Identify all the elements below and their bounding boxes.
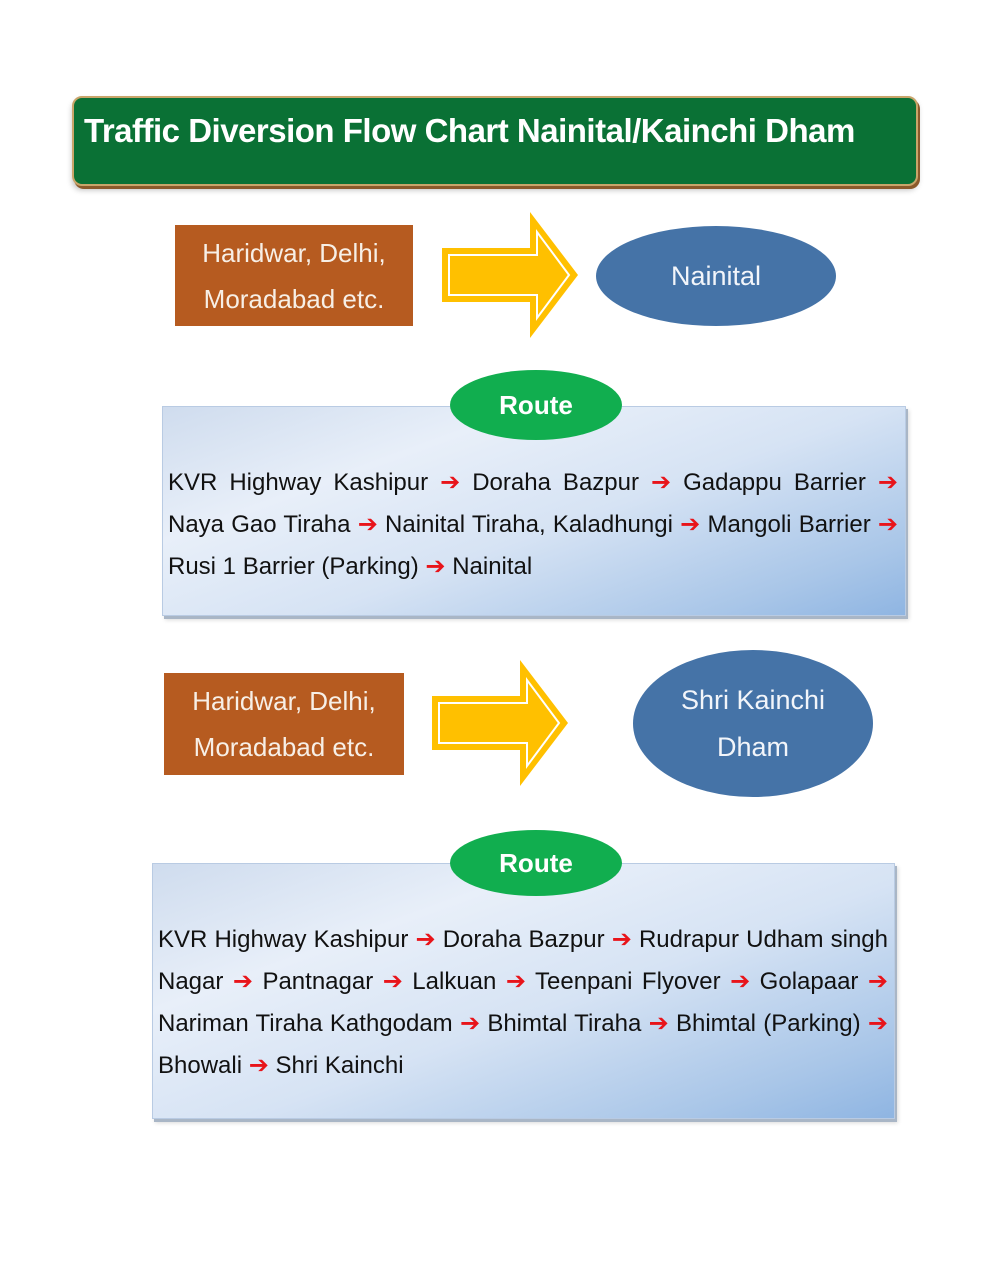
title-banner: Traffic Diversion Flow Chart Nainital/Ka… [72,96,918,186]
red-right-arrow-icon: ➔ [232,968,253,995]
red-right-arrow-icon: ➔ [730,968,751,995]
origin-line-2: Moradabad etc. [193,732,375,762]
route-stop: KVR Highway Kashipur [158,926,409,953]
destination-line-1: Shri Kainchi [680,684,826,715]
red-right-arrow-icon: ➔ [648,1010,669,1037]
route-label: Route [499,389,573,420]
page-title: Traffic Diversion Flow Chart Nainital/Ka… [84,112,855,149]
route-stop: Nainital Tiraha, Kaladhungi [385,511,673,538]
route-stop: Shri Kainchi [275,1052,404,1079]
destination-line-2: Dham [716,731,790,762]
route-label-pill: Route [450,370,622,440]
arrow-inner-outline [438,676,561,770]
route-stop: Gadappu Barrier [683,469,866,496]
route-stop: Pantnagar [262,968,374,995]
block-right-arrow-icon [442,212,578,338]
destination-label: Nainital [670,260,762,291]
red-right-arrow-icon: ➔ [680,511,701,538]
route-text-nainital: KVR Highway Kashipur ➔ Doraha Bazpur ➔ G… [168,462,898,588]
arrow-inner-outline [448,228,571,322]
red-right-arrow-icon: ➔ [459,1010,481,1037]
destination-oval-kainchi-dham: Shri Kainchi Dham [633,650,873,797]
red-right-arrow-icon: ➔ [867,968,888,995]
route-box-nainital [162,406,906,616]
route-stop: Golapaar [759,968,859,995]
red-right-arrow-icon: ➔ [867,1010,888,1037]
route-stop: Rusi 1 Barrier (Parking) [168,553,419,580]
route-stop: KVR Highway Kashipur [168,469,429,496]
route-stop: Bhimtal (Parking) [675,1010,861,1037]
red-right-arrow-icon: ➔ [877,511,899,538]
route-label: Route [499,847,573,878]
route-text-kainchi-dham: KVR Highway Kashipur ➔ Doraha Bazpur ➔ R… [158,919,888,1087]
route-stop: Nainital [452,553,533,580]
route-stop: Bhowali [158,1052,243,1079]
red-right-arrow-icon: ➔ [382,968,403,995]
route-label-pill: Route [450,830,622,896]
destination-oval-nainital: Nainital [596,226,836,326]
origin-line-2: Moradabad etc. [203,283,385,314]
red-right-arrow-icon: ➔ [505,968,526,995]
origin-line-1: Haridwar, Delhi, [192,686,376,716]
route-stop: Nariman Tiraha Kathgodam [158,1010,453,1037]
route-stop: Doraha Bazpur [442,926,605,953]
red-right-arrow-icon: ➔ [650,469,672,496]
route-stop: Mangoli Barrier [707,511,871,538]
arrow-shape [442,212,578,338]
route-stop: Teenpani Flyover [535,968,721,995]
route-box-kainchi-dham [152,863,895,1119]
origin-line-1: Haridwar, Delhi, [202,237,386,268]
red-right-arrow-icon: ➔ [248,1052,269,1079]
block-right-arrow-icon [432,660,568,786]
route-stop: Doraha Bazpur [472,469,639,496]
arrow-shape [432,660,568,786]
route-stop: Lalkuan [412,968,497,995]
route-stop: Naya Gao Tiraha [168,511,351,538]
origin-box-nainital: Haridwar, Delhi, Moradabad etc. [175,225,413,326]
red-right-arrow-icon: ➔ [425,553,446,580]
route-stop: Rudrapur Udham singh Nagar [158,926,889,995]
route-stop: Bhimtal Tiraha [487,1010,642,1037]
red-right-arrow-icon: ➔ [440,469,461,496]
red-right-arrow-icon: ➔ [357,511,378,538]
origin-box-kainchi: Haridwar, Delhi, Moradabad etc. [164,673,404,775]
red-right-arrow-icon: ➔ [415,926,436,953]
red-right-arrow-icon: ➔ [611,926,632,953]
red-right-arrow-icon: ➔ [877,469,898,496]
